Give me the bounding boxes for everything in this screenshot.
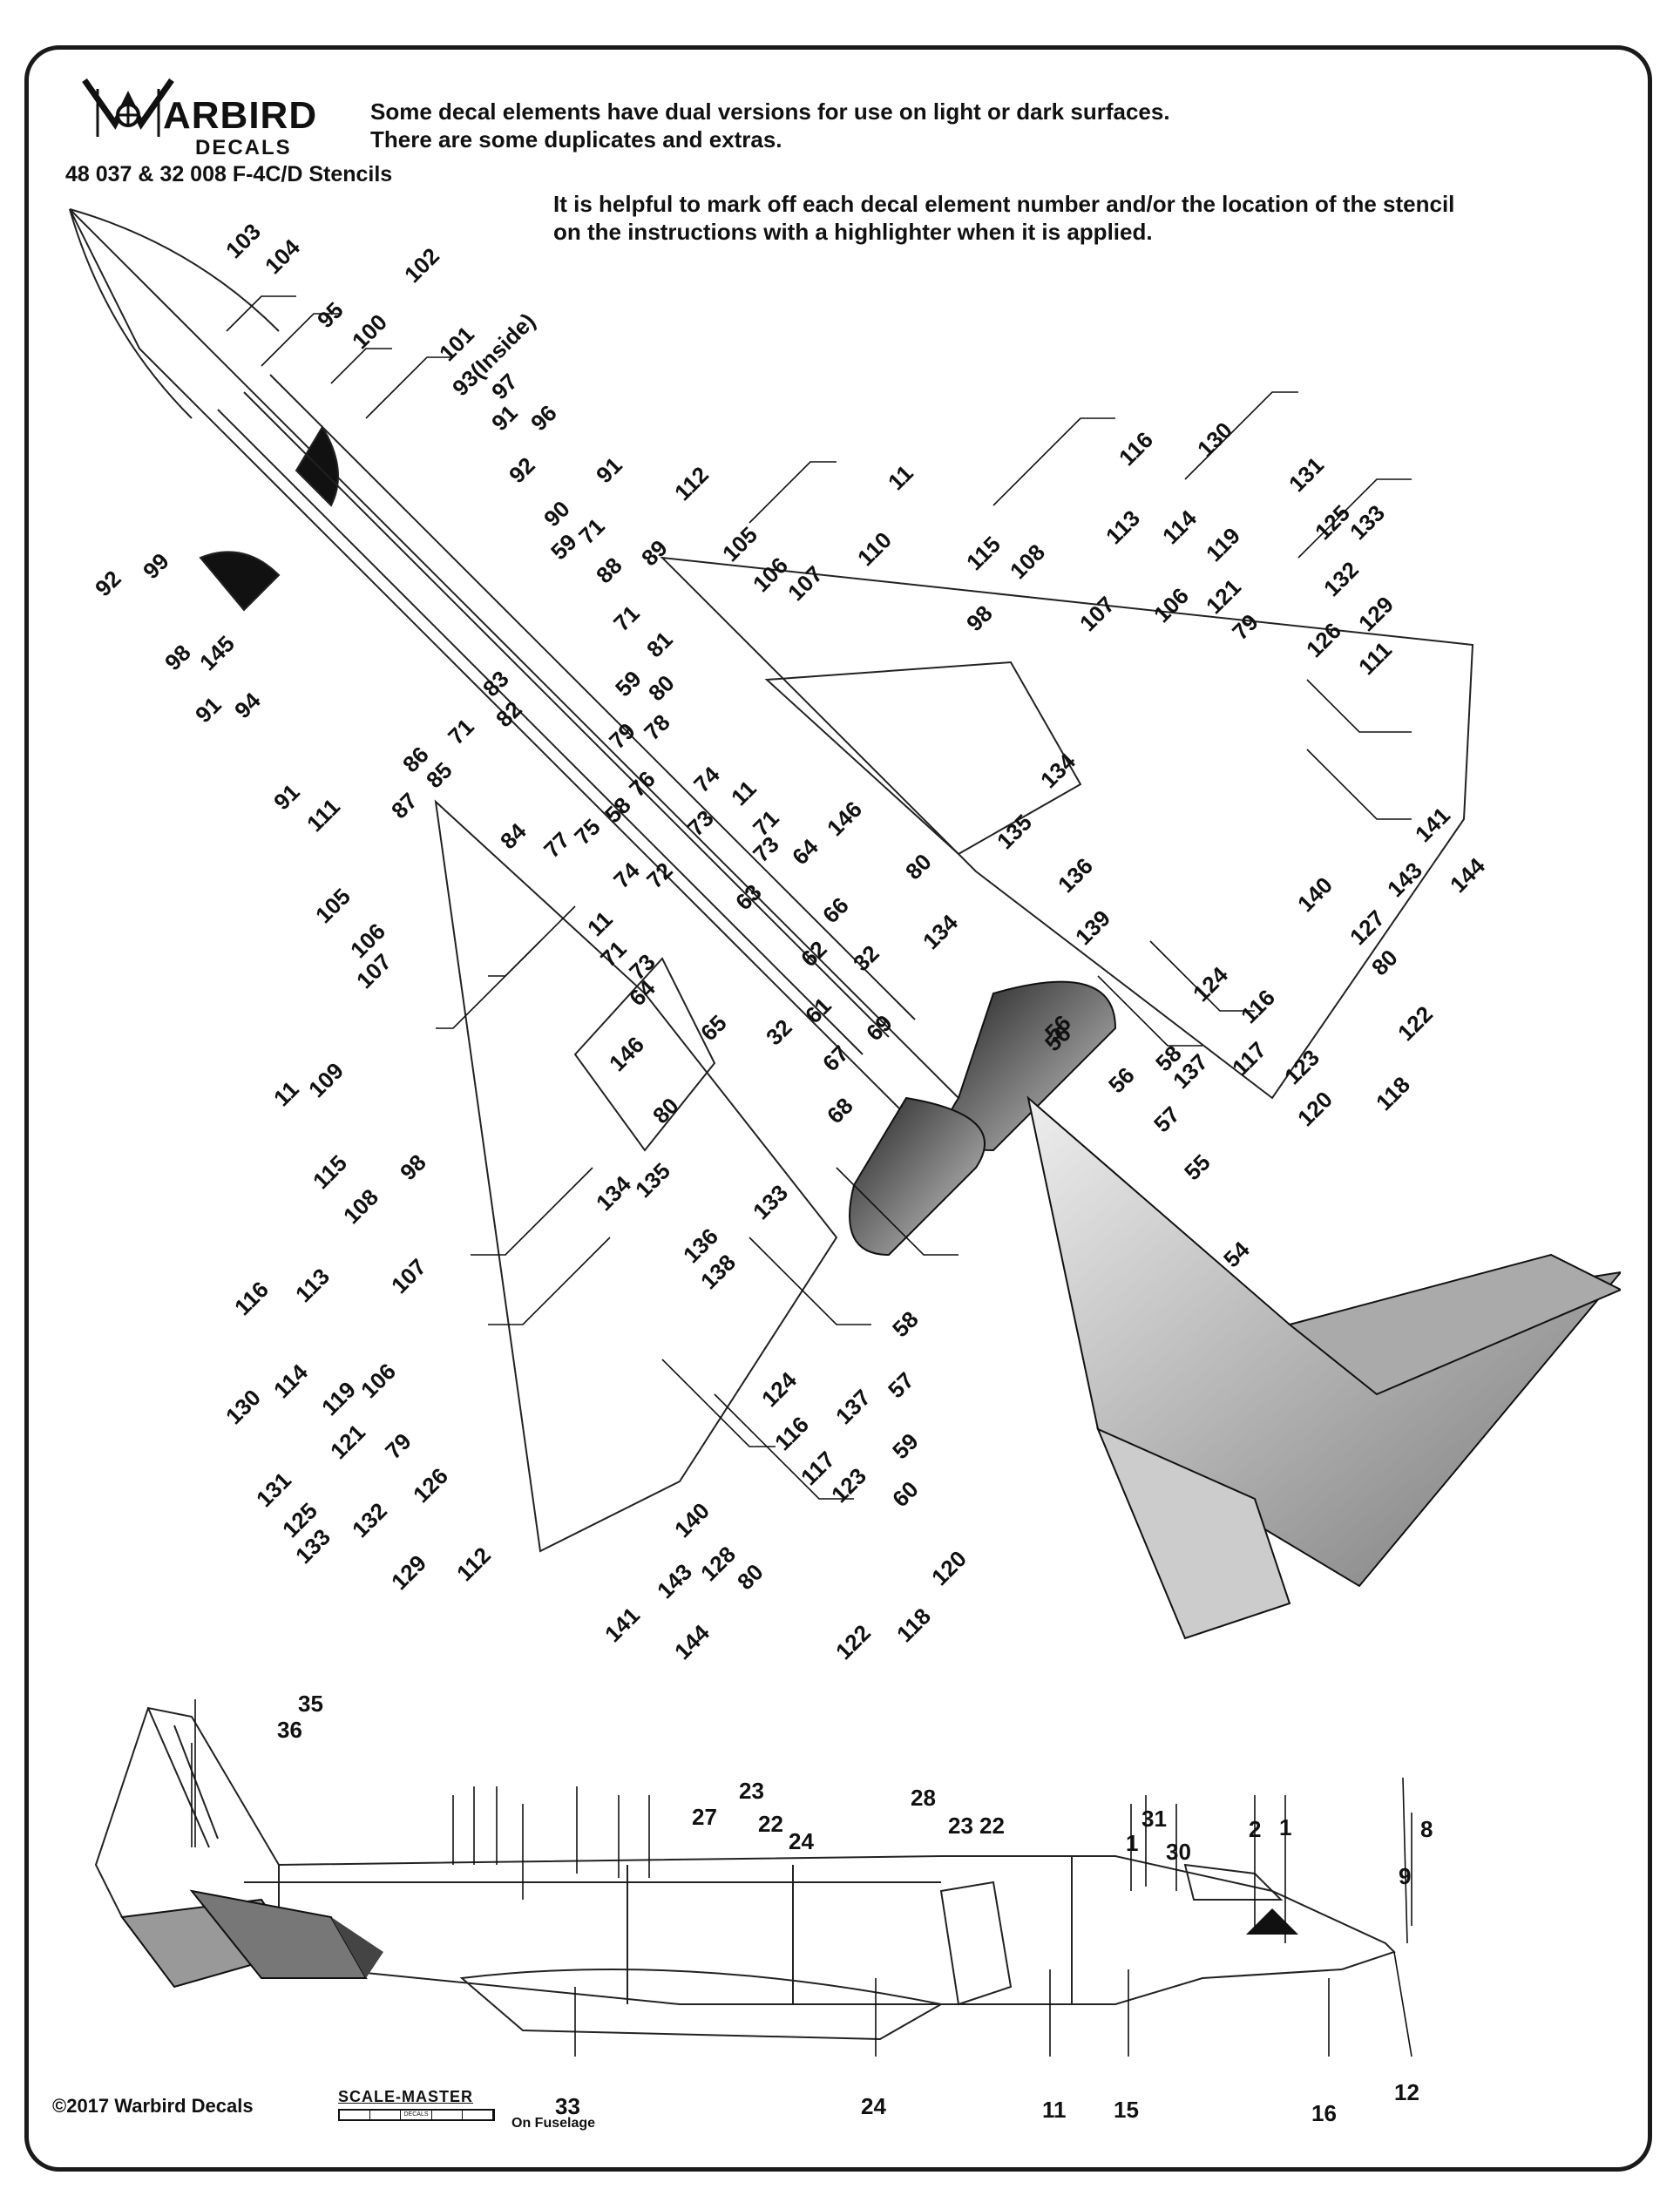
stabilator — [1287, 1253, 1621, 1396]
sheet-title: 48 037 & 32 008 F-4C/D Stencils — [65, 162, 393, 186]
fuselage-outline — [69, 208, 995, 1169]
side-view-drawing — [94, 1699, 1412, 2057]
callout-11-e: 11 — [1042, 2097, 1067, 2123]
scale-master-bar: DECALS — [338, 2109, 495, 2121]
callout-16: 16 — [1311, 2100, 1337, 2126]
callout-28: 28 — [911, 1785, 936, 1811]
callout-24-b: 24 — [861, 2093, 886, 2119]
callout-1-a: 1 — [1126, 1830, 1139, 1856]
on-fuselage-note: On Fuselage — [511, 2116, 596, 2131]
warbird-logo: ARBIRD DECALS — [80, 63, 342, 159]
callout-23-b: 23 — [948, 1813, 973, 1839]
callout-30: 30 — [1166, 1839, 1191, 1865]
copyright: ©2017 Warbird Decals — [52, 2095, 254, 2117]
callout-12: 12 — [1394, 2079, 1419, 2105]
callout-22-a: 22 — [758, 1811, 783, 1837]
scale-master-logo: SCALE-MASTER DECALS — [338, 2088, 495, 2126]
callout-15: 15 — [1114, 2097, 1139, 2123]
callout-36: 36 — [277, 1717, 302, 1743]
scale-master-wordmark: SCALE-MASTER — [338, 2088, 473, 2105]
warbird-emblem-icon — [82, 78, 174, 137]
right-wing-outline — [660, 556, 1474, 1100]
exhaust-nozzle-lower — [849, 1096, 986, 1257]
callout-9: 9 — [1399, 1863, 1412, 1889]
decal-note-dual-versions: Some decal elements have dual versions f… — [370, 98, 1170, 152]
callout-22-b: 22 — [979, 1813, 1005, 1839]
left-wing-outline — [434, 799, 838, 1553]
callout-23-a: 23 — [739, 1778, 764, 1804]
logo-subtext: DECALS — [195, 136, 292, 159]
decal-note-highlighter: It is helpful to mark off each decal ele… — [553, 191, 1455, 245]
callout-1-b: 1 — [1279, 1814, 1292, 1840]
callout-31: 31 — [1141, 1806, 1167, 1832]
callout-24-a: 24 — [789, 1828, 814, 1854]
callout-8: 8 — [1420, 1816, 1433, 1842]
logo-wordmark: ARBIRD — [163, 94, 318, 137]
callout-33: 33 — [555, 2093, 580, 2119]
callout-2: 2 — [1249, 1816, 1262, 1842]
plan-view-drawing — [69, 208, 1621, 1640]
callout-27: 27 — [692, 1804, 717, 1830]
callout-35: 35 — [298, 1691, 323, 1717]
